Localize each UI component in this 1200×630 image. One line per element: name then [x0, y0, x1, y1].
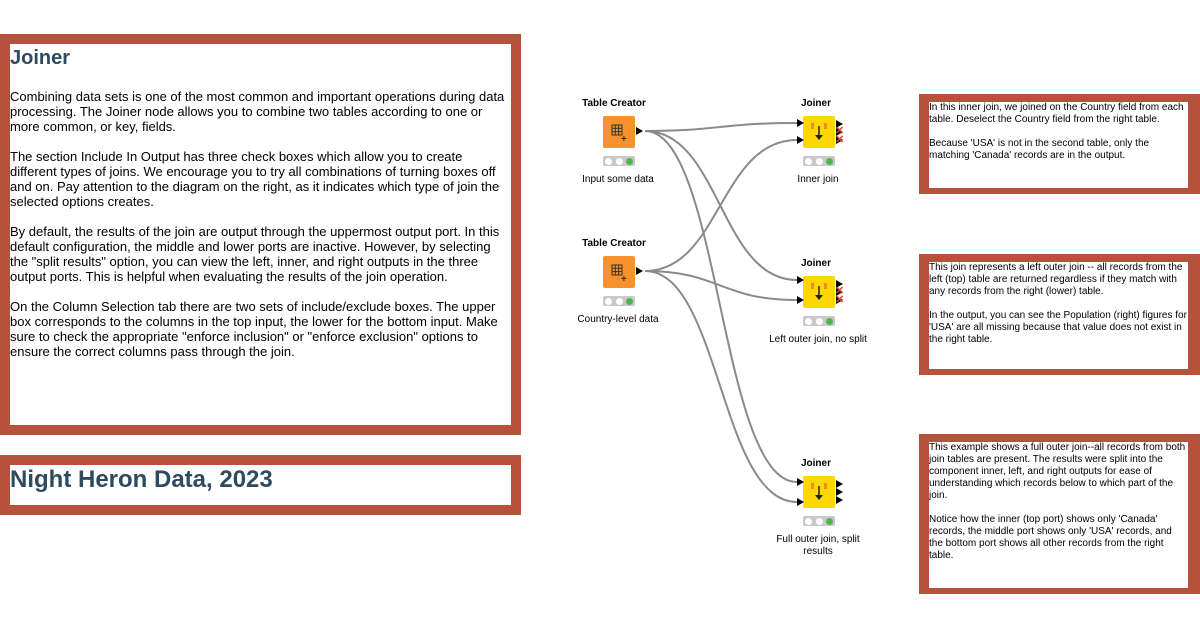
node-type-label: Joiner [800, 98, 831, 109]
joiner-node[interactable] [803, 476, 835, 508]
output-port[interactable] [836, 288, 843, 296]
inner-join-note[interactable]: In this inner join, we joined on the Cou… [919, 94, 1200, 194]
node-status [603, 156, 635, 166]
node-type-label: Table Creator [582, 98, 646, 109]
output-port[interactable] [836, 296, 843, 304]
input-port[interactable] [797, 498, 804, 506]
input-port[interactable] [797, 136, 804, 144]
input-port[interactable] [797, 119, 804, 127]
inactive-port-icon: ✕ [835, 285, 845, 297]
output-port[interactable] [836, 120, 843, 128]
node-type-label: Joiner [800, 458, 831, 469]
svg-text:+: + [621, 134, 627, 145]
left-outer-join-note[interactable]: This join represents a left outer join -… [919, 254, 1200, 375]
table-creator-node[interactable]: + [603, 256, 635, 288]
connection-line [644, 130, 798, 483]
node-label[interactable]: Inner join [797, 174, 839, 185]
svg-text:+: + [621, 274, 627, 285]
annotation-paragraph: Combining data sets is one of the most c… [10, 89, 505, 134]
output-port[interactable] [836, 280, 843, 288]
table-icon: + [611, 124, 627, 145]
annotation-title: Joiner [10, 47, 71, 69]
note-paragraph: Notice how the inner (top port) shows on… [929, 514, 1172, 561]
joiner-annotation[interactable]: Joiner Combining data sets is one of the… [0, 34, 521, 435]
note-paragraph: This join represents a left outer join -… [929, 262, 1183, 297]
input-port[interactable] [797, 478, 804, 486]
node-label[interactable]: Full outer join, split results [776, 534, 860, 557]
node-type-label: Table Creator [582, 238, 646, 249]
connection-line [644, 270, 798, 301]
connection-line [644, 139, 798, 272]
output-port[interactable] [836, 128, 843, 136]
join-icon [811, 283, 827, 300]
output-port[interactable] [836, 136, 843, 144]
output-port[interactable] [636, 127, 643, 135]
output-port[interactable] [636, 267, 643, 275]
inactive-port-icon: ✕ [835, 125, 845, 137]
table-icon: + [611, 264, 627, 285]
output-port[interactable] [836, 488, 843, 496]
node-type-label: Joiner [800, 258, 831, 269]
annotation-paragraph: The section Include In Output has three … [10, 149, 500, 209]
note-paragraph: In this inner join, we joined on the Cou… [929, 102, 1184, 125]
inactive-port-icon: ✕ [835, 294, 845, 306]
joiner-node[interactable] [803, 276, 835, 308]
inactive-port-icon: ✕ [835, 134, 845, 146]
input-port[interactable] [797, 276, 804, 284]
annotation-paragraph: On the Column Selection tab there are tw… [10, 299, 498, 359]
node-label[interactable]: Left outer join, no split [769, 334, 867, 345]
node-status [803, 316, 835, 326]
note-paragraph: Because 'USA' is not in the second table… [929, 138, 1150, 161]
joiner-node[interactable] [803, 116, 835, 148]
note-paragraph: In the output, you can see the Populatio… [929, 310, 1187, 345]
node-label[interactable]: Input some data [582, 174, 654, 185]
connection-line [644, 122, 798, 132]
annotation-paragraph: By default, the results of the join are … [10, 224, 500, 284]
join-icon [811, 123, 827, 140]
note-paragraph: This example shows a full outer join--al… [929, 442, 1186, 501]
node-label[interactable]: Country-level data [577, 314, 659, 325]
node-status [803, 156, 835, 166]
dataset-title: Night Heron Data, 2023 [10, 466, 273, 493]
node-status [803, 516, 835, 526]
full-outer-join-note[interactable]: This example shows a full outer join--al… [919, 434, 1200, 594]
connection-line [644, 270, 798, 503]
dataset-title-annotation[interactable]: Night Heron Data, 2023 [0, 455, 521, 515]
output-port[interactable] [836, 480, 843, 488]
table-creator-node[interactable]: + [603, 116, 635, 148]
input-port[interactable] [797, 296, 804, 304]
output-port[interactable] [836, 496, 843, 504]
node-status [603, 296, 635, 306]
join-icon [811, 483, 827, 500]
